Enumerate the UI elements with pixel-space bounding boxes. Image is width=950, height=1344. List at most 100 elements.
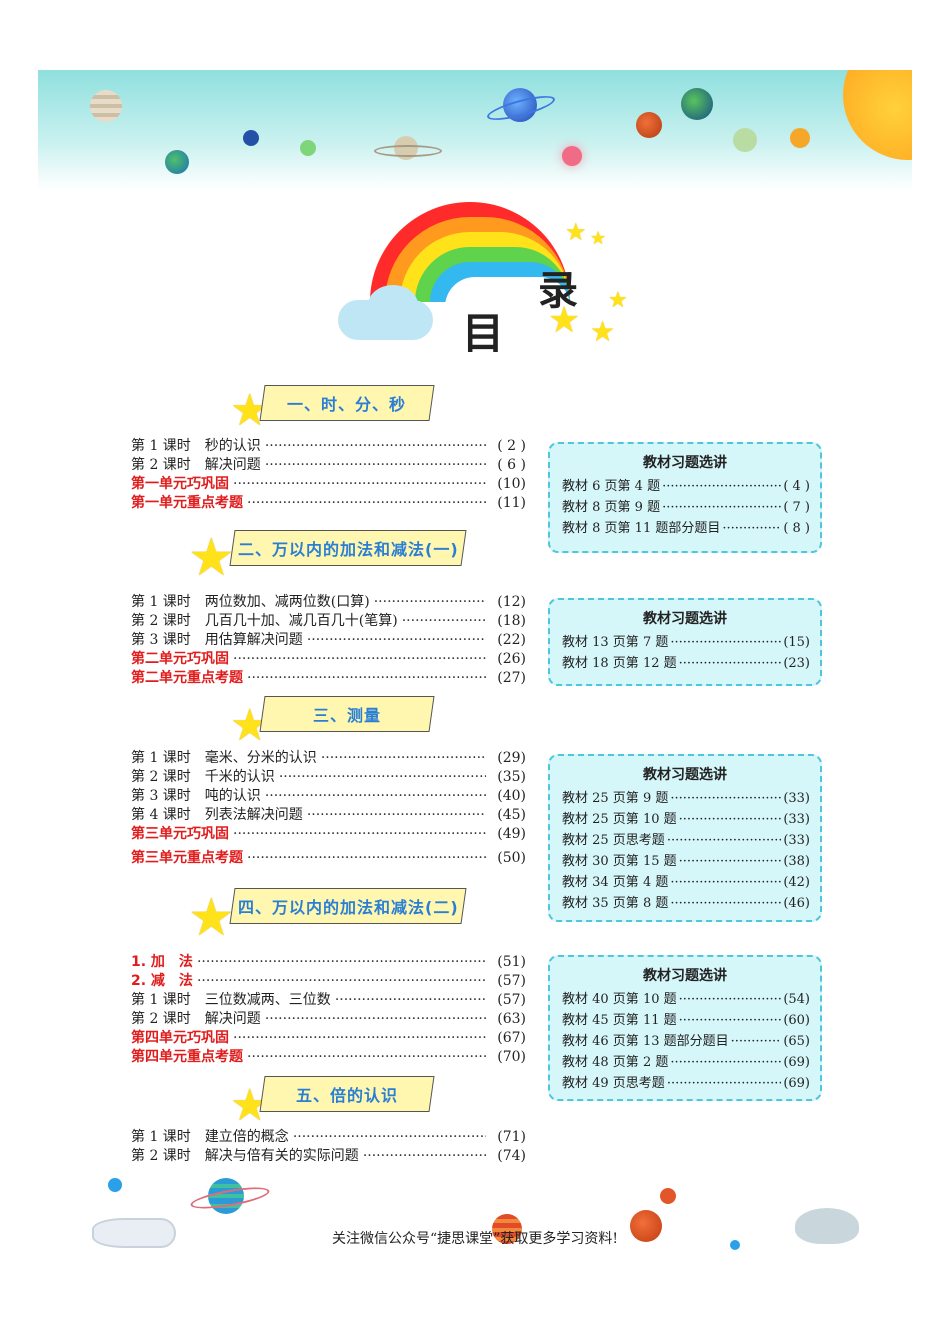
rocket-icon xyxy=(92,1218,176,1248)
toc-entry[interactable]: 第 1 课时 三位数减两、三位数(57) xyxy=(131,991,526,1010)
toc-entry[interactable]: 第三单元巧巩固(49) xyxy=(131,825,526,844)
exercise-item[interactable]: 教材 18 页第 12 题(23) xyxy=(550,653,820,674)
toc-entry[interactable]: 第二单元巧巩固(26) xyxy=(131,650,526,669)
leader-dots xyxy=(265,437,486,456)
smiley-star-icon: ★ xyxy=(188,528,235,588)
exercise-item[interactable]: 教材 25 页思考题(33) xyxy=(550,830,820,851)
rainbow-band-white xyxy=(445,277,570,307)
leader-dots xyxy=(679,1010,782,1031)
star-icon: ★ xyxy=(565,218,587,246)
toc-entry-label: 第 1 课时 三位数减两、三位数 xyxy=(131,992,331,1008)
toc-entry[interactable]: 2. 减 法(57) xyxy=(131,972,526,991)
exercise-item[interactable]: 教材 49 页思考题 (69) xyxy=(550,1073,820,1094)
leader-dots xyxy=(233,650,486,669)
leader-dots xyxy=(247,1048,486,1067)
exercise-box-title: 教材习题选讲 xyxy=(643,767,727,783)
toc-entry-page: (71) xyxy=(497,1129,526,1145)
leader-dots xyxy=(670,893,781,914)
toc-entry[interactable]: 第 1 课时 两位数加、减两位数(口算)(12) xyxy=(131,593,526,612)
exercise-item[interactable]: 教材 48 页第 2 题(69) xyxy=(550,1052,820,1073)
toc-entry-page: (51) xyxy=(497,954,526,970)
leader-dots xyxy=(402,612,486,631)
exercise-item-label: 教材 18 页第 12 题 xyxy=(562,656,677,671)
leader-dots xyxy=(374,593,486,612)
toc-entry[interactable]: 第 3 课时 用估算解决问题(22) xyxy=(131,631,526,650)
toc-entry[interactable]: 第四单元重点考题(70) xyxy=(131,1048,526,1067)
toc-entry[interactable]: 第 1 课时 秒的认识( 2 ) xyxy=(131,437,526,456)
section-heading: 五、倍的认识 xyxy=(295,1086,398,1105)
toc-entry[interactable]: 1. 加 法(51) xyxy=(131,953,526,972)
exercise-item[interactable]: 教材 13 页第 7 题(15) xyxy=(550,632,820,653)
earth-planet-icon xyxy=(165,150,189,174)
exercise-item[interactable]: 教材 8 页第 9 题( 7 ) xyxy=(550,497,820,518)
exercise-item-label: 教材 25 页第 9 题 xyxy=(562,791,669,806)
exercise-item-page: (42) xyxy=(783,875,810,890)
exercise-item-label: 教材 49 页思考题 xyxy=(562,1076,665,1091)
orange-planet-icon xyxy=(790,128,810,148)
exercise-item-page: (38) xyxy=(783,854,810,869)
toc-entry[interactable]: 第 2 课时 千米的认识 (35) xyxy=(131,768,526,787)
exercise-item[interactable]: 教材 8 页第 11 题部分题目( 8 ) xyxy=(550,518,820,539)
toc-entry[interactable]: 第 1 课时 毫米、分米的认识(29) xyxy=(131,749,526,768)
striped-planet-icon xyxy=(90,90,122,122)
toc-entry[interactable]: 第 2 课时 几百几十加、减几百几十(笔算)(18) xyxy=(131,612,526,631)
leader-dots xyxy=(279,768,486,787)
exercise-item[interactable]: 教材 45 页第 11 题(60) xyxy=(550,1010,820,1031)
exercise-item[interactable]: 教材 25 页第 9 题 (33) xyxy=(550,788,820,809)
exercise-item[interactable]: 教材 40 页第 10 题(54) xyxy=(550,989,820,1010)
exercise-item-label: 教材 40 页第 10 题 xyxy=(562,992,677,1007)
star-icon: ★ xyxy=(590,315,616,348)
exercise-item-label: 教材 46 页第 13 题部分题目 xyxy=(562,1034,729,1049)
exercise-item-page: (69) xyxy=(783,1076,810,1091)
toc-entry-label: 第 2 课时 解决问题 xyxy=(131,457,261,473)
exercise-item[interactable]: 教材 6 页第 4 题( 4 ) xyxy=(550,476,820,497)
toc-entry[interactable]: 第二单元重点考题 (27) xyxy=(131,669,526,688)
exercise-item-page: (15) xyxy=(783,635,810,650)
toc-entry-label: 第三单元重点考题 xyxy=(131,850,243,866)
toc-entry-label: 第二单元巧巩固 xyxy=(131,651,229,667)
toc-entry[interactable]: 第 2 课时 解决问题( 6 ) xyxy=(131,456,526,475)
toc-entry[interactable]: 第 2 课时 解决问题(63) xyxy=(131,1010,526,1029)
toc-entry[interactable]: 第 4 课时 列表法解决问题(45) xyxy=(131,806,526,825)
toc-entry-page: (27) xyxy=(497,670,526,686)
toc-entry[interactable]: 第四单元巧巩固(67) xyxy=(131,1029,526,1048)
exercise-item-page: ( 8 ) xyxy=(783,521,810,536)
exercise-item[interactable]: 教材 34 页第 4 题(42) xyxy=(550,872,820,893)
toc-entry-label: 第 3 课时 吨的认识 xyxy=(131,788,261,804)
leader-dots xyxy=(679,989,782,1010)
leader-dots xyxy=(293,1128,486,1147)
exercise-item-page: ( 4 ) xyxy=(783,479,810,494)
leader-dots xyxy=(247,669,486,688)
exercise-item-label: 教材 45 页第 11 题 xyxy=(562,1013,677,1028)
toc-entry-label: 第 2 课时 千米的认识 xyxy=(131,769,275,785)
smiley-star-icon: ★ xyxy=(188,888,235,948)
toc-entry-page: (22) xyxy=(497,632,526,648)
toc-entry[interactable]: 第一单元巧巩固(10) xyxy=(131,475,526,494)
star-icon: ★ xyxy=(608,288,628,313)
toc-entry-label: 第 1 课时 毫米、分米的认识 xyxy=(131,750,317,766)
toc-entry-label: 第二单元重点考题 xyxy=(131,670,243,686)
leader-dots xyxy=(197,953,486,972)
toc-entry[interactable]: 第 3 课时 吨的认识(40) xyxy=(131,787,526,806)
exercise-box: 教材习题选讲 教材 40 页第 10 题(54) 教材 45 页第 11 题(6… xyxy=(548,955,822,1101)
toc-entry[interactable]: 第 2 课时 解决与倍有关的实际问题(74) xyxy=(131,1147,526,1166)
leader-dots xyxy=(265,456,486,475)
exercise-item[interactable]: 教材 35 页第 8 题(46) xyxy=(550,893,820,914)
section-heading-ribbon: 一、时、分、秒 xyxy=(259,385,435,421)
toc-entry[interactable]: 第 1 课时 建立倍的概念(71) xyxy=(131,1128,526,1147)
page-title-char-2: 录 xyxy=(538,268,578,314)
leader-dots xyxy=(247,494,486,513)
toc-entry-page: (35) xyxy=(497,769,526,785)
exercise-box: 教材习题选讲 教材 6 页第 4 题( 4 ) 教材 8 页第 9 题( 7 )… xyxy=(548,442,822,553)
leader-dots xyxy=(363,1147,486,1166)
exercise-item-label: 教材 25 页思考题 xyxy=(562,833,665,848)
exercise-item[interactable]: 教材 46 页第 13 题部分题目(65) xyxy=(550,1031,820,1052)
toc-entry[interactable]: 第三单元重点考题(50) xyxy=(131,849,526,868)
exercise-item-page: (33) xyxy=(783,791,810,806)
toc-entry[interactable]: 第一单元重点考题(11) xyxy=(131,494,526,513)
leader-dots xyxy=(679,809,782,830)
exercise-item[interactable]: 教材 25 页第 10 题(33) xyxy=(550,809,820,830)
toc-entry-page: (70) xyxy=(497,1049,526,1065)
section-heading: 四、万以内的加法和减法(二) xyxy=(237,898,459,917)
exercise-item[interactable]: 教材 30 页第 15 题(38) xyxy=(550,851,820,872)
